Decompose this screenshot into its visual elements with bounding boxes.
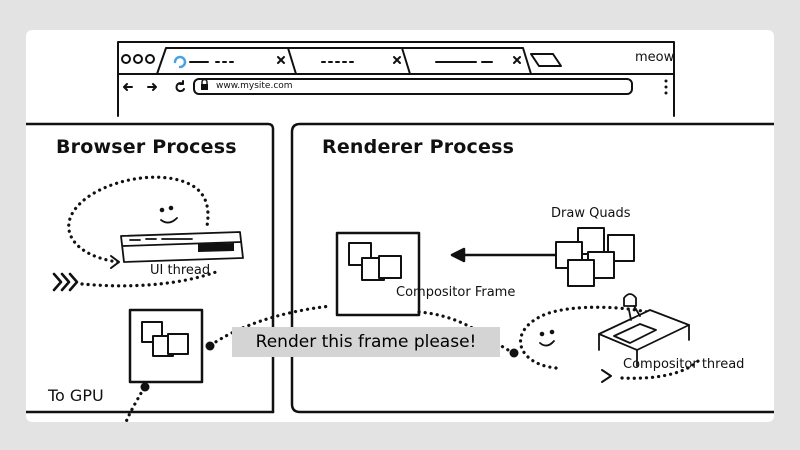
to-gpu-path xyxy=(124,386,146,422)
browser-process-panel xyxy=(26,122,275,414)
window-controls xyxy=(121,54,155,64)
browser-tab xyxy=(401,47,532,75)
draw-quads-shapes xyxy=(555,227,635,287)
draw-quads-arrow xyxy=(450,247,558,263)
compositor-thread-label: Compositor thread xyxy=(623,357,745,372)
tab-close-icon xyxy=(513,56,521,64)
render-request-callout: Render this frame please! xyxy=(232,327,500,357)
tab-close-icon xyxy=(277,56,285,64)
ui-thread-face xyxy=(159,205,178,224)
address-bar xyxy=(193,78,633,95)
process-diagram xyxy=(26,41,774,422)
forward-arrow-icon xyxy=(147,83,157,91)
compositor-desk xyxy=(598,293,690,367)
diagram-card: www.mysite.com meow Browser Process Rend… xyxy=(26,30,774,422)
ui-thread-browser-icon xyxy=(120,231,244,263)
compositor-frame-box xyxy=(335,231,421,317)
compositor-thread-loop xyxy=(518,305,703,380)
lock-icon xyxy=(201,84,208,90)
browser-tab xyxy=(287,47,411,75)
url-text: www.mysite.com xyxy=(216,81,293,91)
back-arrow-icon xyxy=(123,83,133,91)
render-request-path xyxy=(209,304,514,354)
connector-dot xyxy=(140,382,150,392)
connector-dot xyxy=(509,348,519,358)
draw-quads-label: Draw Quads xyxy=(551,206,631,221)
ui-thread-label: UI thread xyxy=(150,263,211,278)
tab-close-icon xyxy=(393,56,401,64)
renderer-process-title: Renderer Process xyxy=(322,136,515,158)
compositor-thread-face xyxy=(539,329,555,347)
ui-thread-arrow-tail xyxy=(52,270,218,292)
reload-icon xyxy=(175,80,185,93)
new-tab-button xyxy=(530,53,562,67)
browser-tab xyxy=(156,47,297,75)
compositor-frame-label: Compositor Frame xyxy=(396,285,516,300)
nav-icons xyxy=(123,80,185,93)
gpu-frame-box xyxy=(128,308,204,384)
menu-dots-icon xyxy=(664,79,668,95)
brand-text: meow xyxy=(635,50,675,65)
browser-window-sketch xyxy=(117,41,675,117)
browser-process-title: Browser Process xyxy=(56,136,237,158)
to-gpu-label: To GPU xyxy=(48,386,104,405)
ui-thread-loop xyxy=(67,175,210,264)
renderer-process-panel xyxy=(290,122,774,414)
connector-dot xyxy=(205,341,215,351)
